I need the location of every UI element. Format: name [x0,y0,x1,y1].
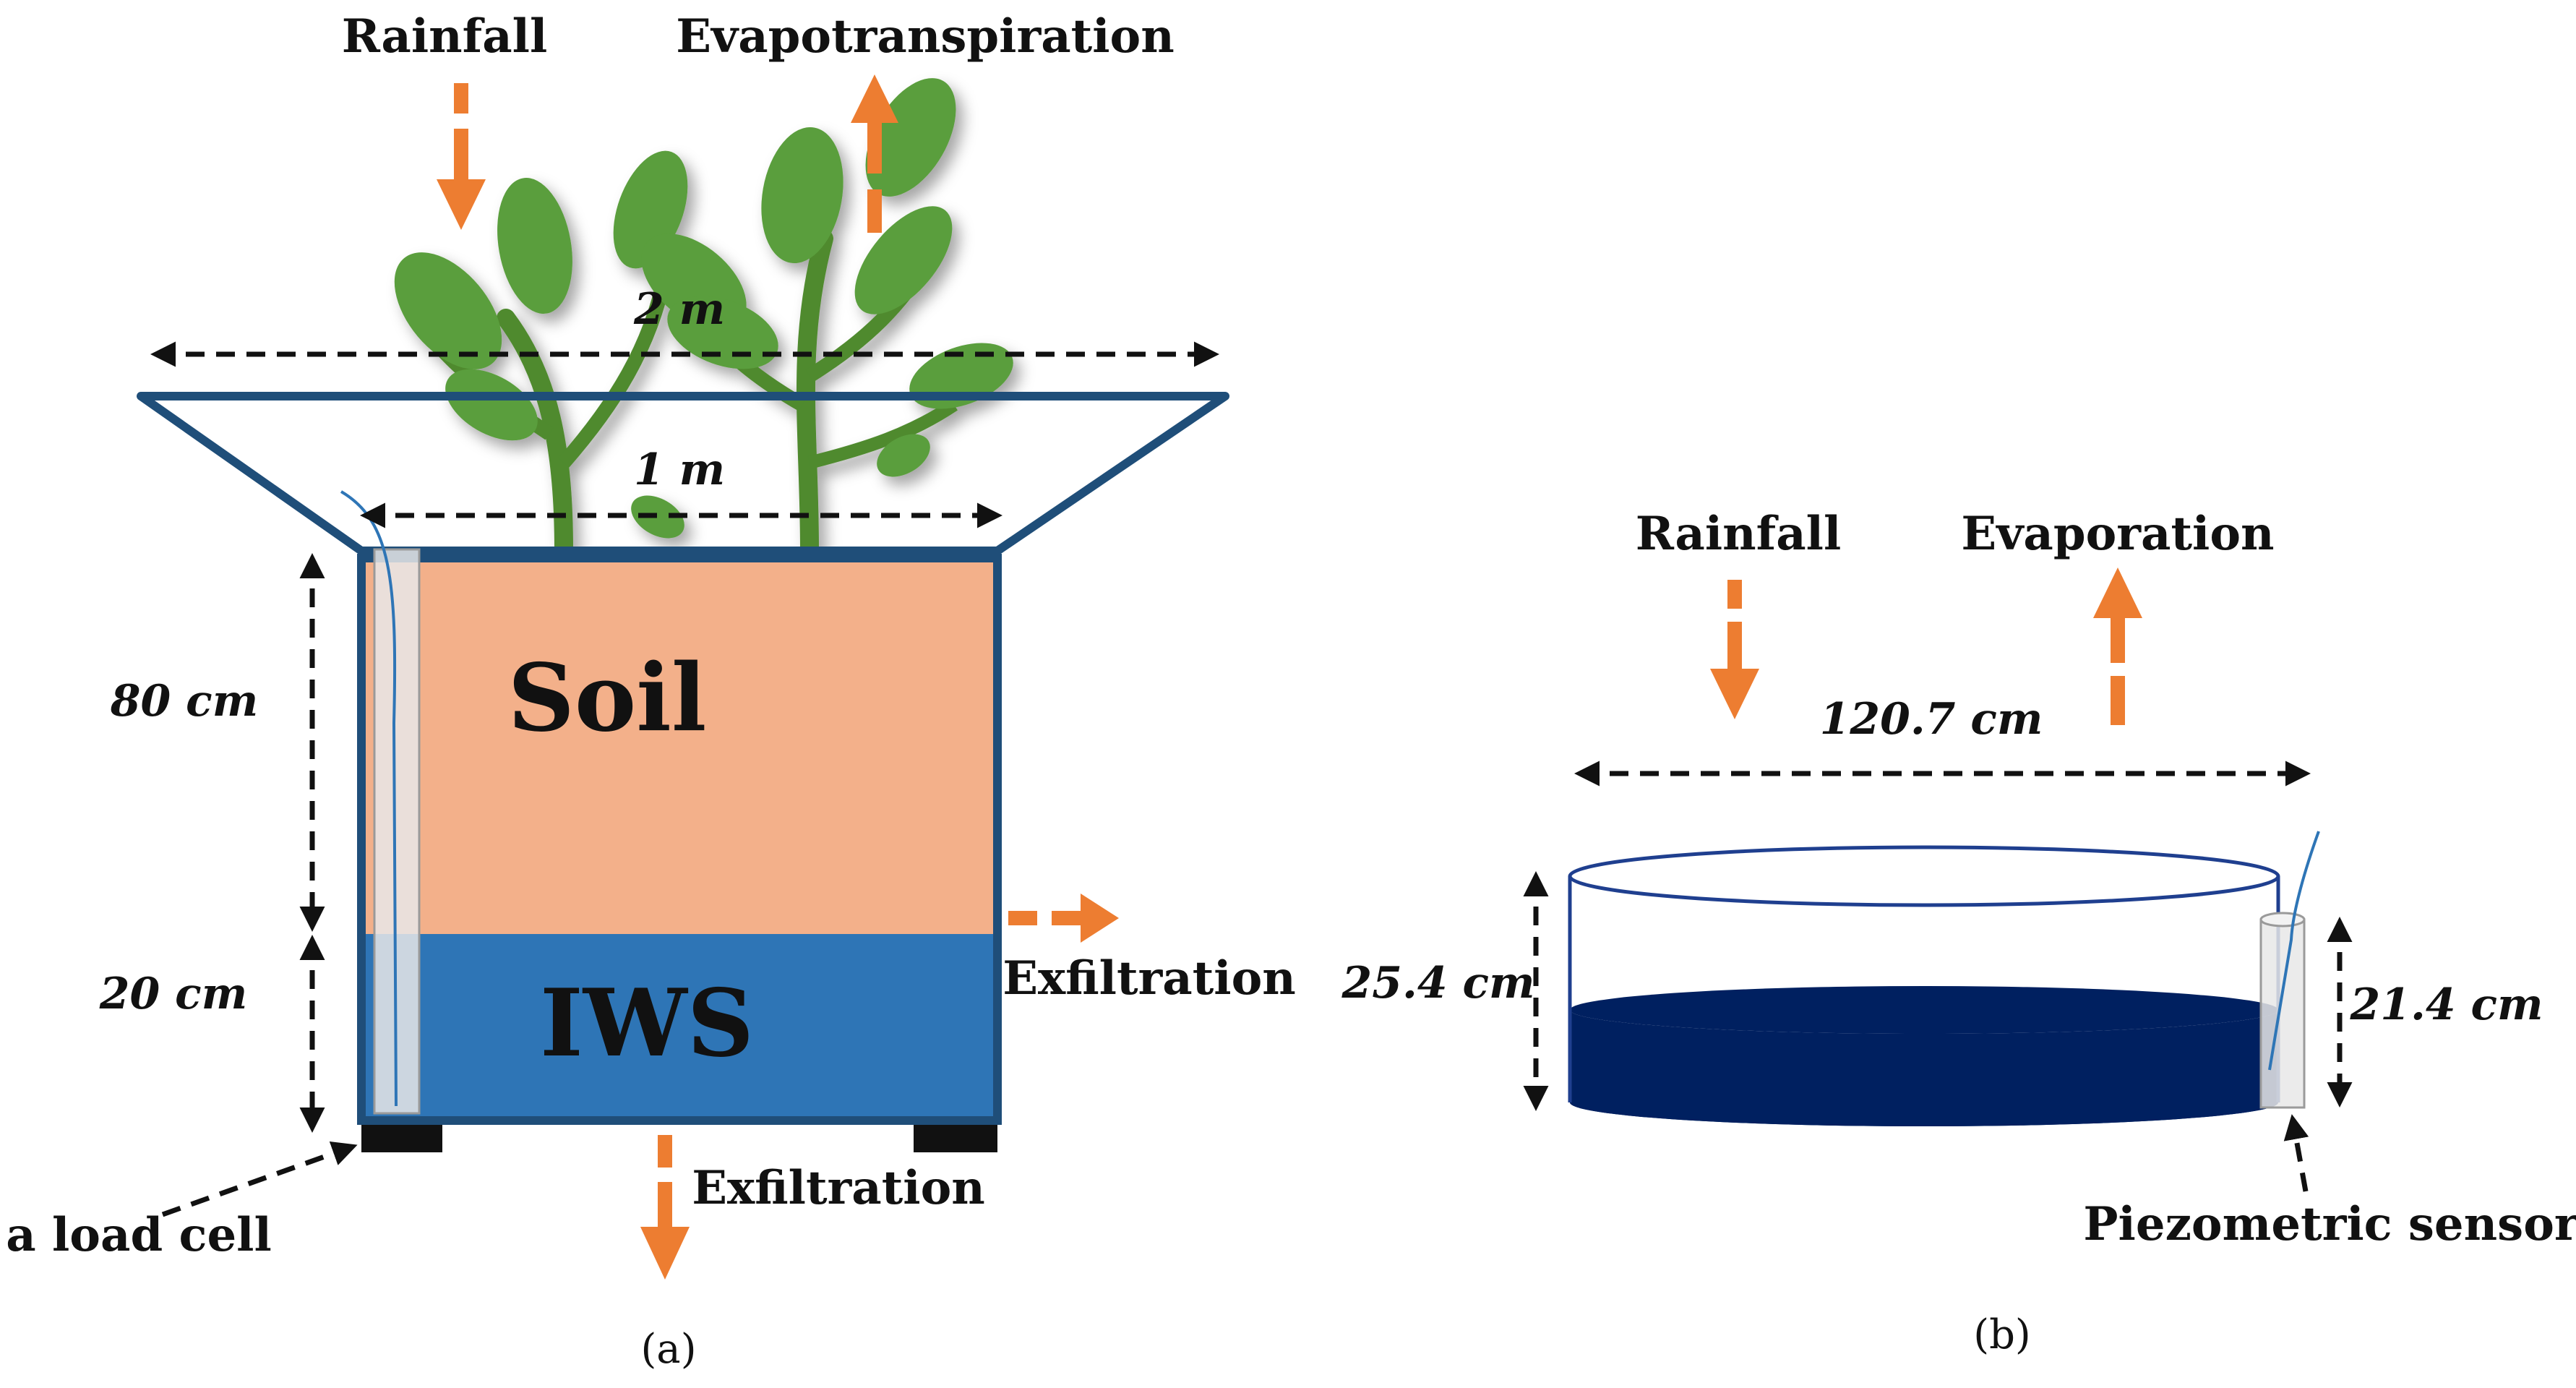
rainfall-label-b: Rainfall [1636,507,1842,561]
rainfall-label-a: Rainfall [342,9,548,64]
dim-water-depth-label: 21.4 cm [2349,980,2543,1030]
pan-water [1570,1010,2278,1126]
lysimeter-container [357,554,1002,1125]
rainfall-arrow-b [1710,580,1759,719]
dim-depth-label: 25.4 cm [1341,958,1534,1008]
soil-label: Soil [507,644,706,753]
pan-top-rim [1568,845,2280,907]
iws-layer [361,934,997,1121]
panel-a: Rainfall Evapotranspiration 2 m 1 m 80 c… [6,9,1296,1373]
panel-b: Rainfall Evaporation 120.7 cm 25.4 cm 21… [1341,507,2576,1358]
exfiltration-side-label: Exfiltration [1003,951,1296,1006]
dim-iws-depth-label: 20 cm [99,969,247,1019]
rainfall-arrow-a [437,83,486,230]
load-cell-right [914,1125,997,1152]
dim-diameter-label: 120.7 cm [1820,694,2043,745]
tube-wire [340,490,398,1107]
exfiltration-bottom-arrow [640,1135,690,1280]
load-cell-left [361,1125,442,1152]
piezometric-tube [2259,918,2306,1109]
funnel-collector [137,392,1229,555]
piezometric-sensor-label: Piezometric sensor [2083,1197,2576,1251]
evaporation-label: Evaporation [1961,507,2274,561]
caption-b: (b) [1973,1311,2031,1358]
evapotranspiration-arrow [851,74,898,233]
dim-top-width-label: 2 m [633,284,725,335]
sensor-pointer [2283,1114,2309,1192]
exfiltration-bottom-label: Exfiltration [692,1161,985,1215]
evaporation-arrow [2093,567,2142,725]
exfiltration-side-arrow [1008,894,1119,943]
iws-label: IWS [540,969,754,1078]
caption-a: (a) [640,1326,696,1373]
piezometric-tube-top [2259,912,2306,928]
evapotranspiration-label: Evapotranspiration [676,9,1175,64]
load-cell-pointer [161,1141,358,1217]
dim-soil-depth-label: 80 cm [110,676,258,727]
pan-water-surface [1570,986,2278,1034]
soil-layer [361,558,997,934]
dim-inner-width-label: 1 m [634,445,725,495]
sensor-wire [2268,831,2320,1071]
load-cell-label: a load cell [6,1208,272,1262]
